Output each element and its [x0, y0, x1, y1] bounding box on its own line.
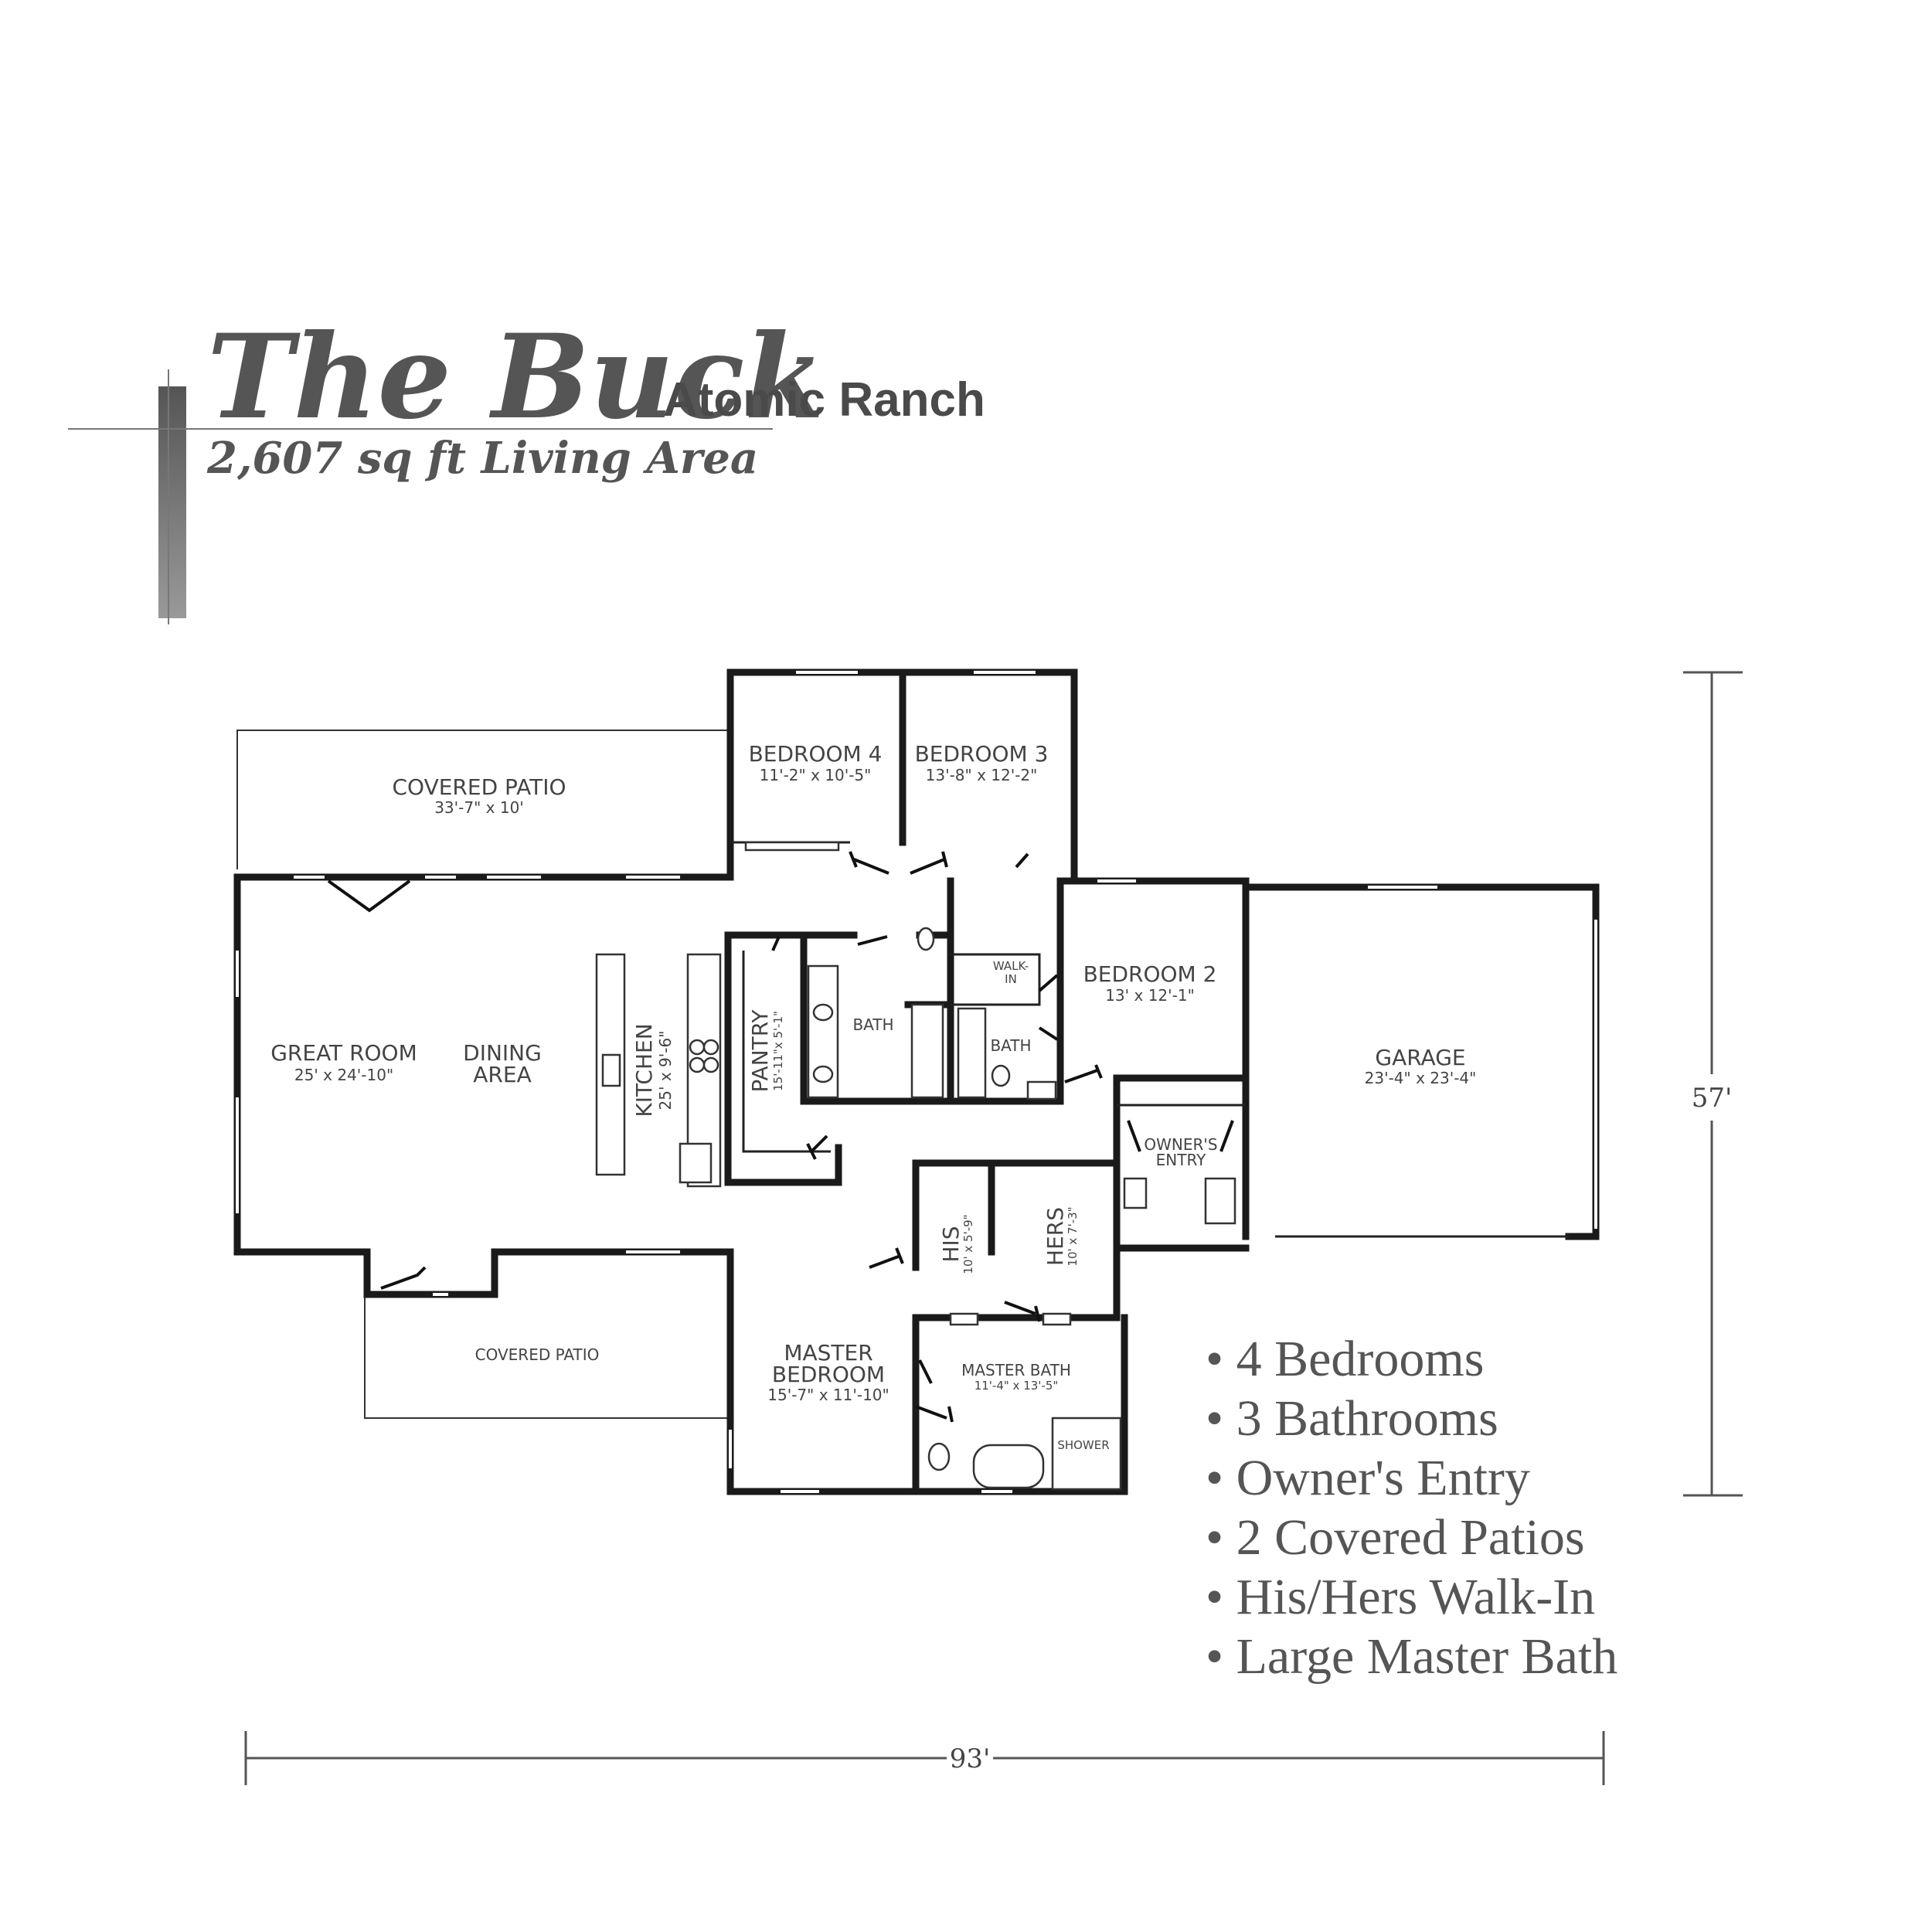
dining-label-1: DINING [463, 1040, 542, 1066]
dining-label-2: AREA [473, 1062, 531, 1087]
great-room-label: GREAT ROOM [270, 1040, 417, 1066]
covered-patio-bottom-label: COVERED PATIO [475, 1345, 600, 1364]
master-bath-label: MASTER BATH [961, 1361, 1071, 1379]
hers-size: 10' x 7'-3" [1066, 1206, 1080, 1266]
width-dimension-label: 93' [950, 1743, 991, 1774]
room-labels: COVERED PATIO 33'-7" x 10' BEDROOM 4 11'… [270, 741, 1476, 1452]
walk-in-label-2: IN [1005, 972, 1017, 986]
bedroom3-size: 13'-8" x 12'-2" [926, 766, 1038, 784]
master-bedroom-label-1: MASTER [784, 1340, 872, 1366]
pantry-size: 15'-11"x 5'-1" [771, 1011, 785, 1091]
owners-entry-label-2: ENTRY [1156, 1151, 1206, 1169]
master-bedroom-size: 15'-7" x 11'-10" [767, 1386, 889, 1404]
feature-item: • 4 Bedrooms [1206, 1331, 1484, 1387]
garage-size: 23'-4" x 23'-4" [1365, 1069, 1477, 1087]
master-bedroom-label-2: BEDROOM [772, 1362, 885, 1387]
bath-b-label: BATH [990, 1036, 1031, 1055]
fixtures [595, 841, 1236, 1491]
hers-label: HERS [1043, 1207, 1068, 1266]
feature-item: • Owner's Entry [1206, 1450, 1530, 1506]
feature-item: • His/Hers Walk-In [1206, 1569, 1595, 1625]
pantry-label: PANTRY [747, 1009, 773, 1093]
title-block: The Buck Atomic Ranch 2,607 sq ft Living… [68, 309, 985, 624]
depth-dimension-label: 57' [1692, 1083, 1733, 1114]
covered-patio-bottom-outline [364, 1256, 730, 1419]
owners-entry-label-1: OWNER'S [1144, 1135, 1217, 1154]
bedroom2-label: BEDROOM 2 [1083, 961, 1217, 987]
covered-patio-top-size: 33'-7" x 10' [434, 798, 524, 817]
plan-name: The Buck [207, 309, 825, 445]
dimension-depth: 57' [1683, 671, 1743, 1497]
title-accent-bar [158, 386, 186, 618]
his-size: 10' x 5'-9" [961, 1214, 975, 1274]
kitchen-label: KITCHEN [631, 1023, 657, 1117]
plan-style: Atomic Ranch [663, 373, 985, 427]
covered-patio-top-label: COVERED PATIO [392, 774, 566, 800]
bedroom4-label: BEDROOM 4 [749, 741, 883, 767]
bedroom3-label: BEDROOM 3 [915, 741, 1049, 767]
garage-label: GARAGE [1375, 1045, 1465, 1070]
bedroom2-size: 13' x 12'-1" [1105, 986, 1195, 1005]
feature-list: • 4 Bedrooms • 3 Bathrooms • Owner's Ent… [1206, 1331, 1617, 1685]
dimension-width: 93' [244, 1731, 1605, 1785]
windows [236, 671, 1597, 1493]
feature-item: • 2 Covered Patios [1206, 1509, 1585, 1566]
bath-a-label: BATH [852, 1015, 893, 1034]
doors [327, 851, 1234, 1439]
master-bath-size: 11'-4" x 13'-5" [975, 1379, 1059, 1393]
bedroom4-size: 11'-2" x 10'-5" [760, 766, 872, 784]
plan-living-area: 2,607 sq ft Living Area [206, 433, 758, 484]
feature-item: • 3 Bathrooms [1206, 1390, 1498, 1447]
shower-label: SHOWER [1057, 1438, 1109, 1452]
feature-item: • Large Master Bath [1206, 1628, 1617, 1685]
his-label: HIS [938, 1226, 964, 1262]
kitchen-size: 25' x 9'-6" [656, 1031, 675, 1111]
walk-in-label-1: WALK- [993, 959, 1029, 973]
great-room-size: 25' x 24'-10" [294, 1066, 393, 1084]
